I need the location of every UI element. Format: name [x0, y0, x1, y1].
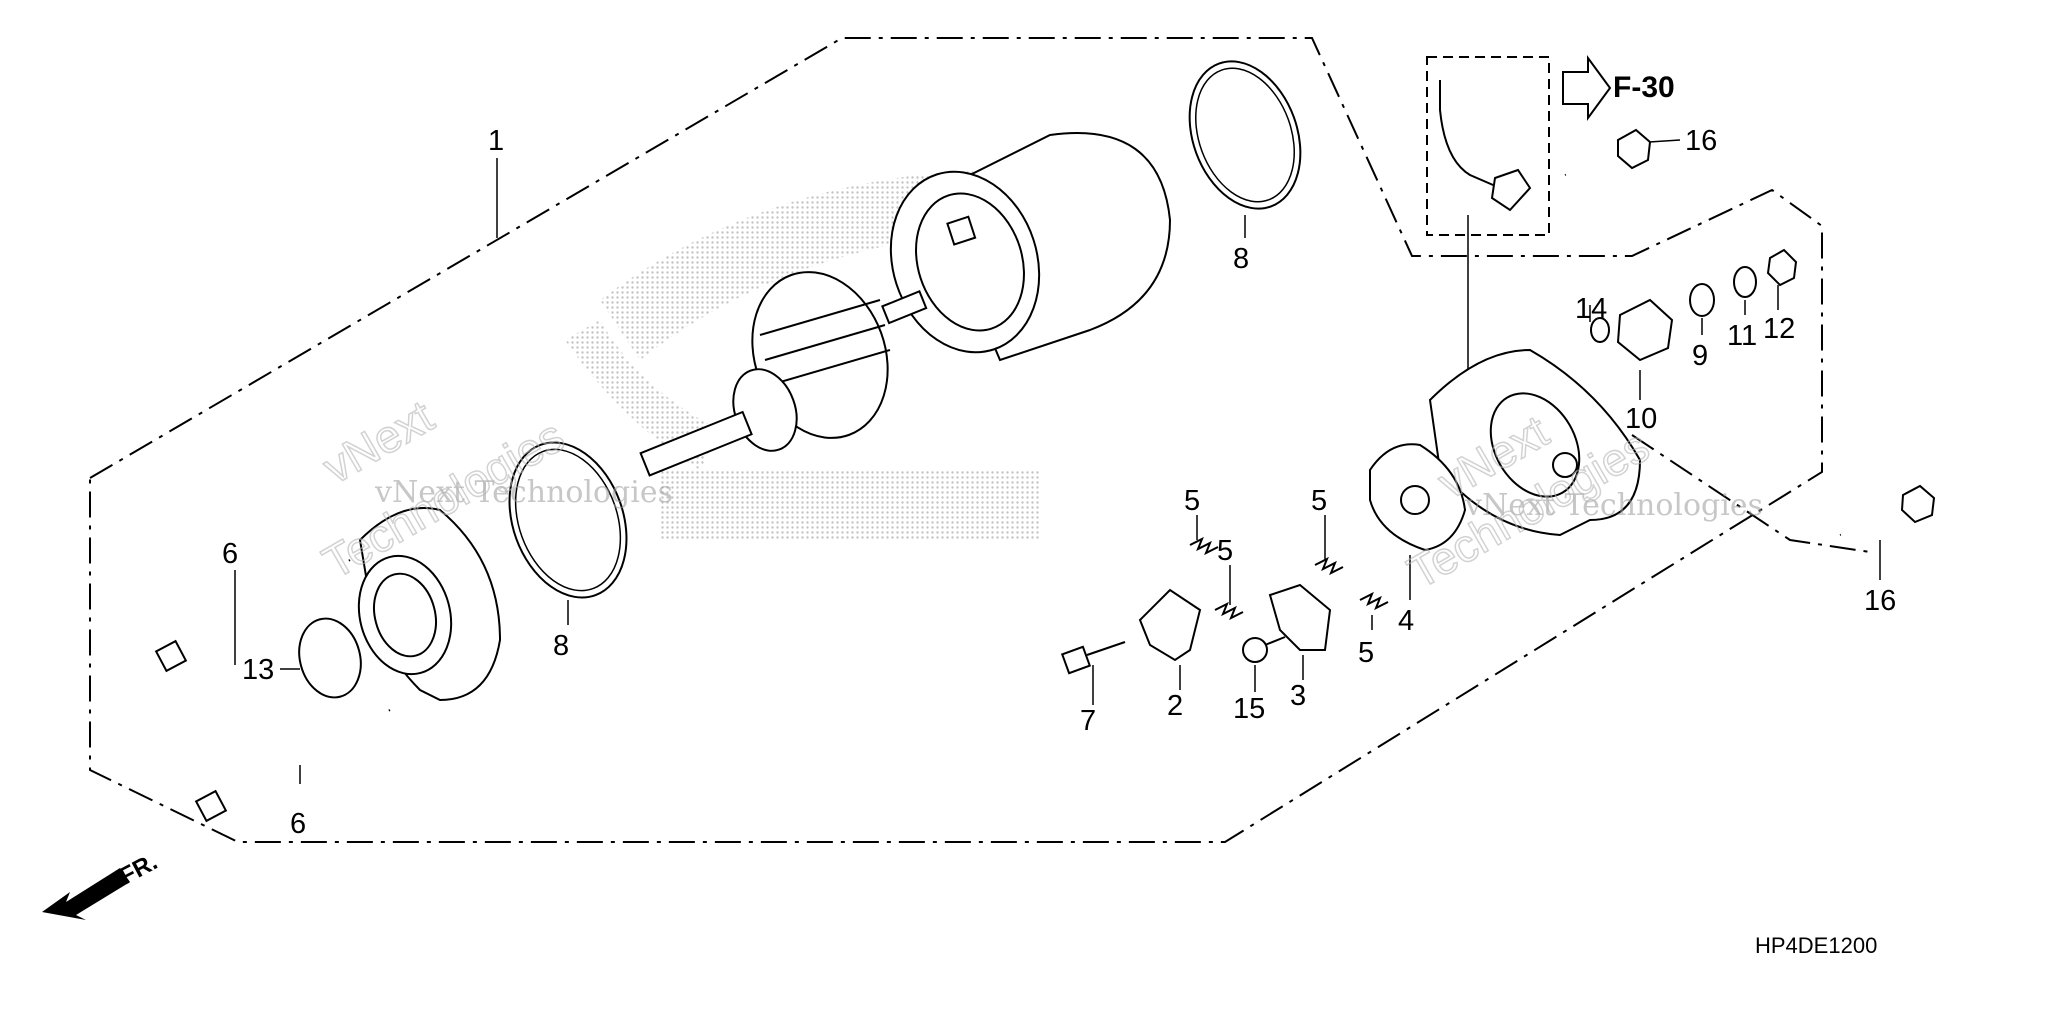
- reference-label: F-30: [1613, 71, 1675, 104]
- through-bolt-upper: [154, 559, 351, 673]
- diagram-code: HP4DE1200: [1755, 933, 1877, 958]
- cable-detail-box: [1426, 56, 1550, 236]
- callout-10: 10: [1625, 403, 1657, 435]
- washer: [1733, 266, 1757, 298]
- terminal-bolt: [1060, 641, 1126, 675]
- callout-11: 11: [1727, 320, 1757, 352]
- callout-13: 13: [242, 654, 274, 686]
- brush-spring: [1189, 536, 1389, 621]
- brush-terminal: [1138, 588, 1202, 662]
- callout-5: 5: [1217, 535, 1233, 567]
- front-direction-arrow-icon: [42, 868, 130, 920]
- terminal-nut: [1616, 298, 1674, 362]
- o-ring-bottom: [508, 441, 628, 599]
- front-cover: [357, 507, 502, 702]
- callout-5: 5: [1184, 485, 1200, 517]
- watermark-text: vNext Technologies: [374, 475, 673, 510]
- callout-6: 6: [222, 538, 238, 570]
- assembly-outline: [89, 37, 1823, 843]
- rear-cover: [1428, 348, 1642, 537]
- battery-cable: [1439, 80, 1501, 189]
- insulator-washer: [1689, 283, 1715, 317]
- callout-9: 9: [1692, 340, 1708, 372]
- callout-14: 14: [1575, 293, 1607, 325]
- bolt-leader-outline: [1631, 434, 1871, 553]
- small-washer: [1590, 317, 1610, 343]
- starter-yoke: [889, 132, 1172, 362]
- callout-8: 8: [1233, 243, 1249, 275]
- callout-5: 5: [1311, 485, 1327, 517]
- armature: [639, 271, 928, 477]
- callout-15: 15: [1233, 693, 1265, 725]
- cable-terminal: [1490, 168, 1532, 212]
- o-ring-top: [1188, 60, 1302, 210]
- o-ring-small: [298, 617, 362, 699]
- callout-4: 4: [1398, 605, 1414, 637]
- callout-3: 3: [1290, 680, 1306, 712]
- callout-5: 5: [1358, 637, 1374, 669]
- callout-6: 6: [290, 808, 306, 840]
- watermark-text: vNext Technologies: [1464, 488, 1763, 523]
- screw: [1242, 636, 1286, 663]
- honda-logo-watermark: [565, 170, 1040, 540]
- callout-16: 16: [1864, 585, 1896, 617]
- callout-12: 12: [1763, 313, 1795, 345]
- through-bolt-lower: [194, 709, 391, 823]
- callout-7: 7: [1080, 705, 1096, 737]
- callout-1: 1: [488, 125, 504, 157]
- brush-holder: [1369, 443, 1467, 552]
- flange-bolt-upper: [1564, 128, 1652, 178]
- leader-lines: [234, 139, 1881, 784]
- nut: [1766, 248, 1798, 287]
- flange-bolt-lower: [1839, 484, 1936, 538]
- brush-plate: [1268, 583, 1332, 651]
- reference-arrow-icon: [1562, 54, 1612, 122]
- callout-8: 8: [553, 630, 569, 662]
- callout-16: 16: [1685, 125, 1717, 157]
- callout-2: 2: [1167, 690, 1183, 722]
